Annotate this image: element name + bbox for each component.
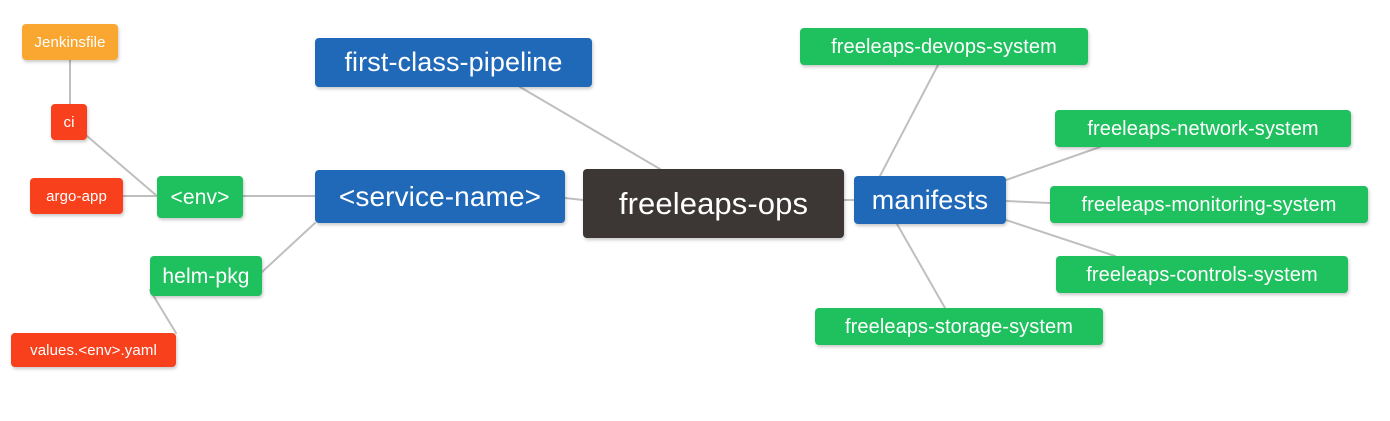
node-label-helm-pkg: helm-pkg: [162, 264, 250, 288]
edge-first-class-pipeline-to-freeleaps-ops: [519, 86, 661, 170]
node-env[interactable]: <env>: [157, 176, 243, 218]
node-service-name[interactable]: <service-name>: [315, 170, 565, 223]
node-manifests[interactable]: manifests: [854, 176, 1006, 224]
node-label-argo-app: argo-app: [46, 187, 107, 205]
node-freeleaps-network-system[interactable]: freeleaps-network-system: [1055, 110, 1351, 147]
node-label-service-name: <service-name>: [338, 180, 542, 212]
node-freeleaps-monitoring-system[interactable]: freeleaps-monitoring-system: [1050, 186, 1368, 223]
node-freeleaps-ops[interactable]: freeleaps-ops: [583, 169, 844, 238]
edge-manifests-to-freeleaps-monitoring-system: [1005, 200, 1051, 204]
node-label-freeleaps-ops: freeleaps-ops: [618, 186, 809, 221]
edge-manifests-to-freeleaps-controls-system: [1005, 219, 1116, 257]
node-label-freeleaps-devops-system: freeleaps-devops-system: [831, 35, 1057, 58]
node-freeleaps-devops-system[interactable]: freeleaps-devops-system: [800, 28, 1088, 65]
node-values-yaml[interactable]: values.<env>.yaml: [11, 333, 176, 367]
edge-helm-pkg-to-values-yaml: [149, 289, 177, 334]
node-argo-app[interactable]: argo-app: [30, 178, 123, 214]
node-freeleaps-controls-system[interactable]: freeleaps-controls-system: [1056, 256, 1348, 293]
node-jenkinsfile[interactable]: Jenkinsfile: [22, 24, 118, 60]
node-ci[interactable]: ci: [51, 104, 87, 140]
node-first-class-pipeline[interactable]: first-class-pipeline: [315, 38, 592, 87]
node-label-freeleaps-controls-system: freeleaps-controls-system: [1086, 263, 1318, 286]
node-helm-pkg[interactable]: helm-pkg: [150, 256, 262, 296]
node-label-env: <env>: [170, 185, 230, 209]
node-label-manifests: manifests: [871, 184, 989, 215]
node-label-jenkinsfile: Jenkinsfile: [34, 33, 106, 51]
node-label-first-class-pipeline: first-class-pipeline: [344, 47, 563, 77]
node-label-freeleaps-network-system: freeleaps-network-system: [1087, 117, 1319, 140]
edge-manifests-to-freeleaps-devops-system: [879, 64, 939, 177]
node-freeleaps-storage-system[interactable]: freeleaps-storage-system: [815, 308, 1103, 345]
edge-service-name-to-freeleaps-ops: [564, 197, 584, 201]
edge-manifests-to-freeleaps-storage-system: [896, 223, 946, 309]
node-label-ci: ci: [63, 113, 75, 131]
node-label-freeleaps-monitoring-system: freeleaps-monitoring-system: [1081, 193, 1337, 216]
node-label-values-yaml: values.<env>.yaml: [30, 341, 157, 359]
edge-service-name-to-helm-pkg: [261, 222, 316, 273]
node-label-freeleaps-storage-system: freeleaps-storage-system: [844, 315, 1074, 338]
edge-manifests-to-freeleaps-network-system: [1005, 146, 1101, 181]
